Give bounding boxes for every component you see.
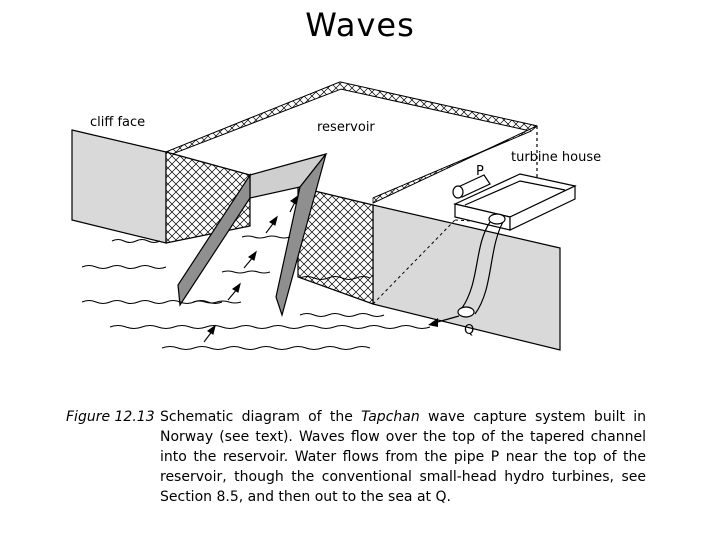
outlet-pipe [457, 213, 506, 318]
sea-waves [81, 235, 431, 351]
figure-caption: Figure 12.13 Schematic diagram of the Ta… [66, 407, 646, 507]
caption-italic-term: Tapchan [361, 409, 420, 425]
cliff-face-left [71, 129, 167, 244]
figure-number: Figure 12.13 [66, 409, 155, 425]
label-cliff-face: cliff face [90, 115, 145, 130]
tapered-wall-right [275, 153, 327, 318]
label-outlet-q: Q [464, 323, 474, 338]
label-reservoir: reservoir [317, 120, 375, 135]
hidden-edges [372, 219, 489, 305]
label-pipe-p: P [476, 164, 484, 179]
pipe-p [452, 174, 491, 199]
caption-text: Schematic diagram of the Tapchan wave ca… [160, 407, 646, 507]
slide-title: Waves [305, 6, 415, 44]
outflow-arrow [428, 315, 460, 327]
tapered-wall-left [177, 172, 251, 307]
label-turbine-house: turbine house [511, 150, 601, 165]
wave-arrows [203, 194, 299, 343]
caption-text-start: Schematic diagram of the [160, 409, 362, 425]
caption-text-end: wave capture system built in Norway (see… [160, 409, 646, 505]
